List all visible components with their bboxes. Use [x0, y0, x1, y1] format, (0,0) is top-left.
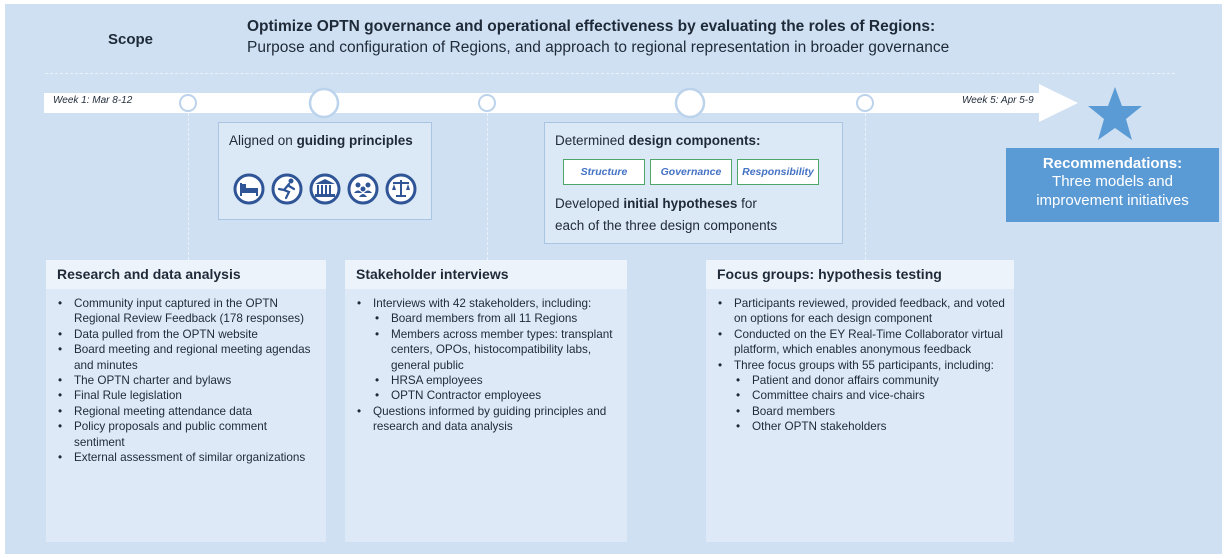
list-item: Three focus groups with 55 participants,…: [718, 358, 1006, 374]
milestone-text: Aligned on: [229, 133, 297, 148]
section-list: Participants reviewed, provided feedback…: [706, 289, 1014, 435]
list-subitem: Committee chairs and vice-chairs: [736, 388, 1006, 404]
list-subitem: OPTN Contractor employees: [375, 388, 619, 404]
design-components-line2: Developed initial hypotheses for: [555, 194, 840, 213]
timeline-minor-dot: [179, 94, 197, 112]
recommendation-title: Recommendations:: [1042, 155, 1183, 172]
guiding-principles-icons: [233, 173, 417, 205]
timeline-milestone-dot: [674, 87, 706, 119]
timeline-markers: [179, 87, 874, 119]
scope-label: Scope: [108, 31, 154, 48]
milestone-bold-text: guiding principles: [296, 133, 413, 148]
list-item: Participants reviewed, provided feedback…: [718, 296, 1006, 327]
list-item: External assessment of similar organizat…: [58, 450, 318, 466]
milestone-text: for: [737, 196, 757, 211]
list-subitem: Board members from all 11 Regions: [375, 311, 619, 327]
list-item: Conducted on the EY Real-Time Collaborat…: [718, 327, 1006, 358]
chip-structure: Structure: [563, 159, 645, 185]
list-subitem: Patient and donor affairs community: [736, 373, 1006, 389]
hospital-bed-icon: [233, 173, 265, 205]
building-columns-icon: [309, 173, 341, 205]
timeline-milestone-dot: [308, 87, 340, 119]
milestone-text: Determined: [555, 133, 629, 148]
scope-subtitle: Purpose and configuration of Regions, an…: [247, 39, 950, 56]
section-list: Community input captured in the OPTN Reg…: [46, 289, 326, 466]
timeline-arrow: [44, 84, 1078, 122]
chip-responsibility: Responsibility: [737, 159, 819, 185]
list-subitem: HRSA employees: [375, 373, 619, 389]
running-person-icon: [271, 173, 303, 205]
connector-line: [865, 108, 866, 260]
milestone-bold-text: initial hypotheses: [623, 196, 738, 211]
header-divider: [45, 73, 1175, 74]
section-heading: Research and data analysis: [46, 260, 326, 289]
list-item: Policy proposals and public comment sent…: [58, 419, 318, 450]
list-item: Board meeting and regional meeting agend…: [58, 342, 318, 373]
chip-governance: Governance: [650, 159, 732, 185]
scope-title: Optimize OPTN governance and operational…: [247, 18, 936, 35]
design-components-line1: Determined design components:: [555, 131, 840, 150]
list-item: Regional meeting attendance data: [58, 404, 318, 420]
timeline-end-label: Week 5: Apr 5-9: [962, 95, 1034, 106]
section-heading: Focus groups: hypothesis testing: [706, 260, 1014, 289]
list-item: Community input captured in the OPTN Reg…: [58, 296, 318, 327]
list-subitem: Members across member types: transplant …: [375, 327, 619, 373]
milestone-bold-text: design components:: [628, 133, 761, 148]
list-subitem: Board members: [736, 404, 1006, 420]
list-item: Final Rule legislation: [58, 388, 318, 404]
connector-line: [188, 108, 189, 260]
list-item: Questions informed by guiding principles…: [357, 404, 619, 435]
timeline-minor-dot: [478, 94, 496, 112]
section-interviews: Stakeholder interviews Interviews with 4…: [345, 260, 627, 542]
list-item: Interviews with 42 stakeholders, includi…: [357, 296, 619, 312]
balance-scale-icon: [385, 173, 417, 205]
star-icon: [1088, 87, 1142, 140]
design-components-line3: each of the three design components: [555, 218, 778, 233]
timeline-arrow-shape: [44, 84, 1078, 122]
section-focus-groups: Focus groups: hypothesis testing Partici…: [706, 260, 1014, 542]
list-item: The OPTN charter and bylaws: [58, 373, 318, 389]
list-item: Data pulled from the OPTN website: [58, 327, 318, 343]
people-group-icon: [347, 173, 379, 205]
timeline-minor-dot: [856, 94, 874, 112]
recommendation-line1: Three models and: [1052, 173, 1173, 190]
section-list: Interviews with 42 stakeholders, includi…: [345, 289, 627, 435]
recommendation-line2: improvement initiatives: [1036, 192, 1189, 209]
section-heading: Stakeholder interviews: [345, 260, 627, 289]
timeline-start-label: Week 1: Mar 8-12: [53, 95, 133, 106]
section-research: Research and data analysis Community inp…: [46, 260, 326, 542]
milestone-text: Developed: [555, 196, 624, 211]
connector-line: [487, 108, 488, 260]
milestone-guiding-principles-text: Aligned on guiding principles: [229, 131, 424, 150]
list-subitem: Other OPTN stakeholders: [736, 419, 1006, 435]
recommendation-box: Recommendations: Three models and improv…: [1006, 148, 1219, 222]
